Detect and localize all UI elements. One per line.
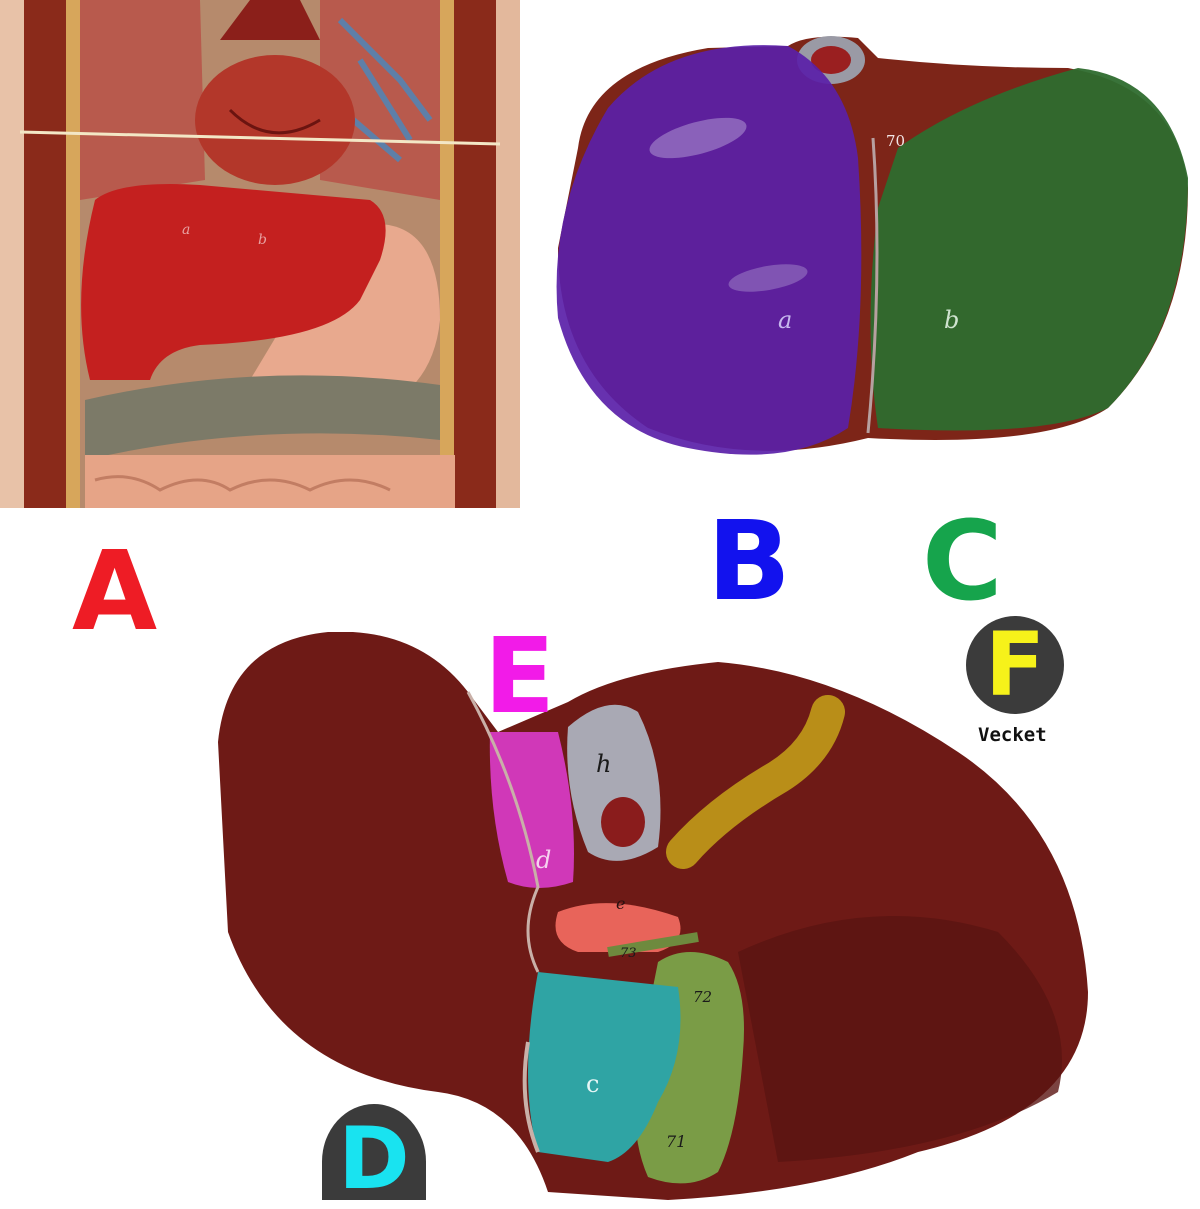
label-f-badge: F xyxy=(966,616,1064,714)
label-e: E xyxy=(484,615,556,737)
caudate-lobe-highlight xyxy=(489,732,574,888)
right-lobe-highlight xyxy=(556,45,862,455)
torso-illustration xyxy=(0,0,520,508)
label-a: A xyxy=(72,527,158,655)
ligament-trace-highlight xyxy=(666,695,845,869)
quadrate-lobe-highlight xyxy=(528,972,681,1162)
label-d-badge: D xyxy=(322,1104,426,1209)
inferior-mark-h: h xyxy=(596,750,612,778)
torso-model-photo: a b xyxy=(0,0,520,508)
superior-mark-70: 70 xyxy=(886,132,906,150)
inferior-mark-d: d xyxy=(536,846,552,874)
liver-superior-illustration xyxy=(556,36,1188,455)
liver-superior-photo: a b 70 xyxy=(548,28,1200,476)
left-lobe-highlight xyxy=(870,68,1188,431)
inferior-mark-72: 72 xyxy=(693,988,713,1006)
label-f: F xyxy=(984,613,1046,716)
torso-mark-a: a xyxy=(182,222,191,238)
label-b: B xyxy=(707,497,791,625)
liver-inferior-illustration xyxy=(218,632,1088,1200)
label-f-caption: Vecket xyxy=(978,724,1047,746)
inferior-mark-73: 73 xyxy=(620,946,637,961)
inferior-mark-c: c xyxy=(586,1070,600,1098)
inferior-mark-e: e xyxy=(616,894,626,913)
superior-mark-b: b xyxy=(944,306,960,334)
torso-mark-b: b xyxy=(258,232,267,248)
torso-liver-shape xyxy=(81,184,386,380)
inferior-mark-71: 71 xyxy=(666,1132,687,1151)
liver-inferior-photo: h d c e 71 72 73 xyxy=(218,632,1100,1200)
label-c: C xyxy=(922,497,1003,625)
superior-mark-a: a xyxy=(778,306,793,334)
label-d: D xyxy=(338,1109,410,1209)
